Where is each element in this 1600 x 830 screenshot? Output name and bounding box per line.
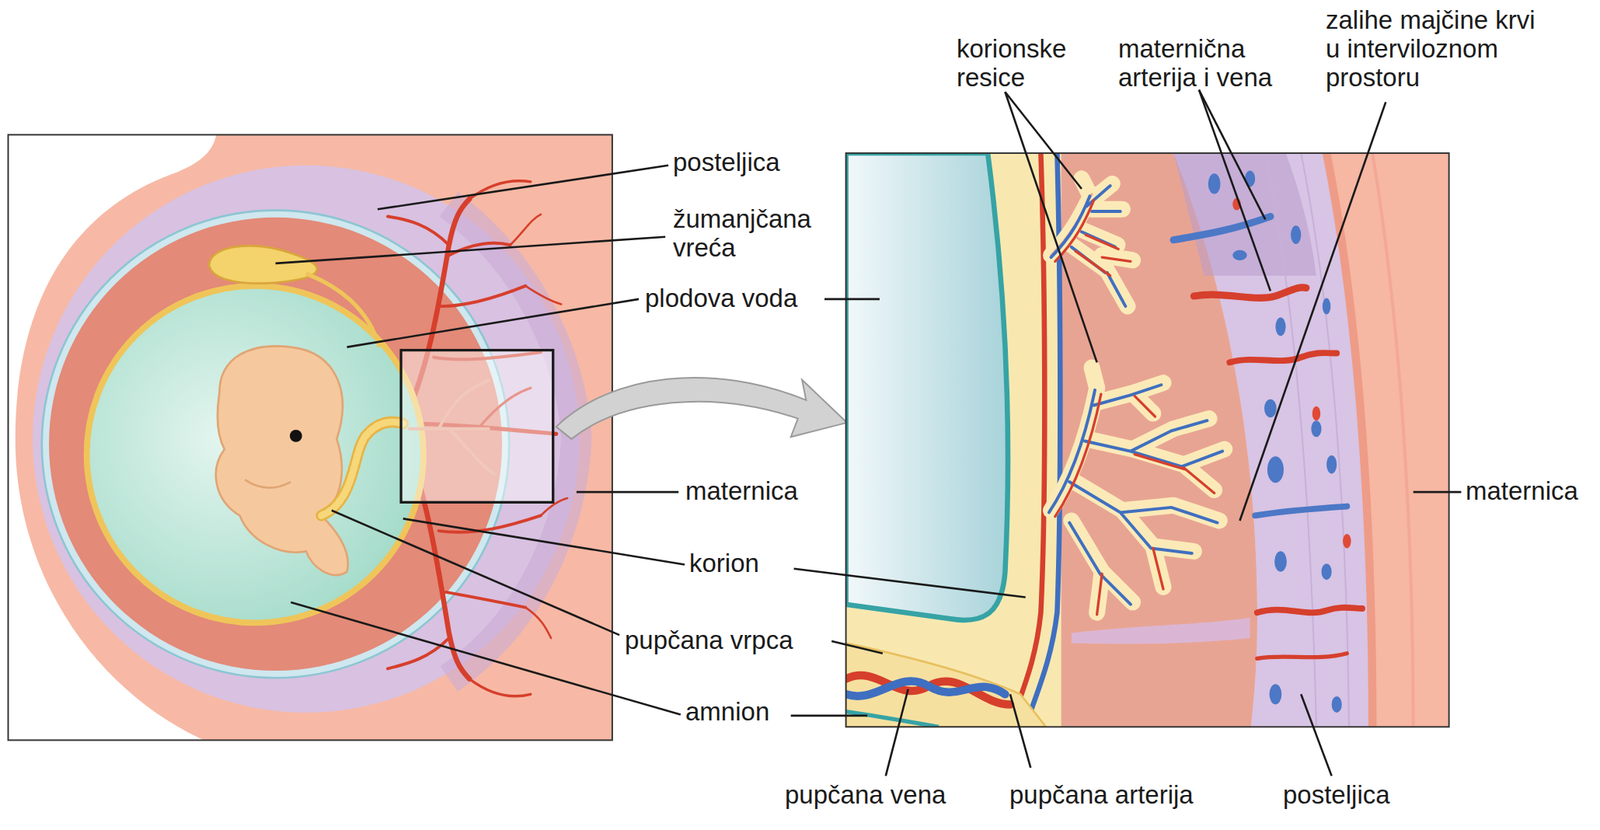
part-label: pupčana vrpca <box>624 625 793 655</box>
part-label: maternica <box>685 476 799 506</box>
part-label: plodova voda <box>644 283 798 313</box>
part-label: posteljica <box>1282 780 1391 809</box>
part-label: žumanjčana vreća <box>672 204 844 262</box>
part-label: posteljica <box>672 147 781 177</box>
part-label: pupčana arterija <box>1009 780 1194 809</box>
part-label: korionske resice <box>956 34 1128 92</box>
part-label: maternica <box>1465 476 1579 506</box>
part-label: pupčana vena <box>784 780 946 809</box>
part-label: maternična arterija i vena <box>1118 34 1305 92</box>
part-label: zalihe majčine krvi u interviloznom pros… <box>1325 5 1548 92</box>
part-label: korion <box>689 548 760 578</box>
part-label: amnion <box>685 697 770 726</box>
